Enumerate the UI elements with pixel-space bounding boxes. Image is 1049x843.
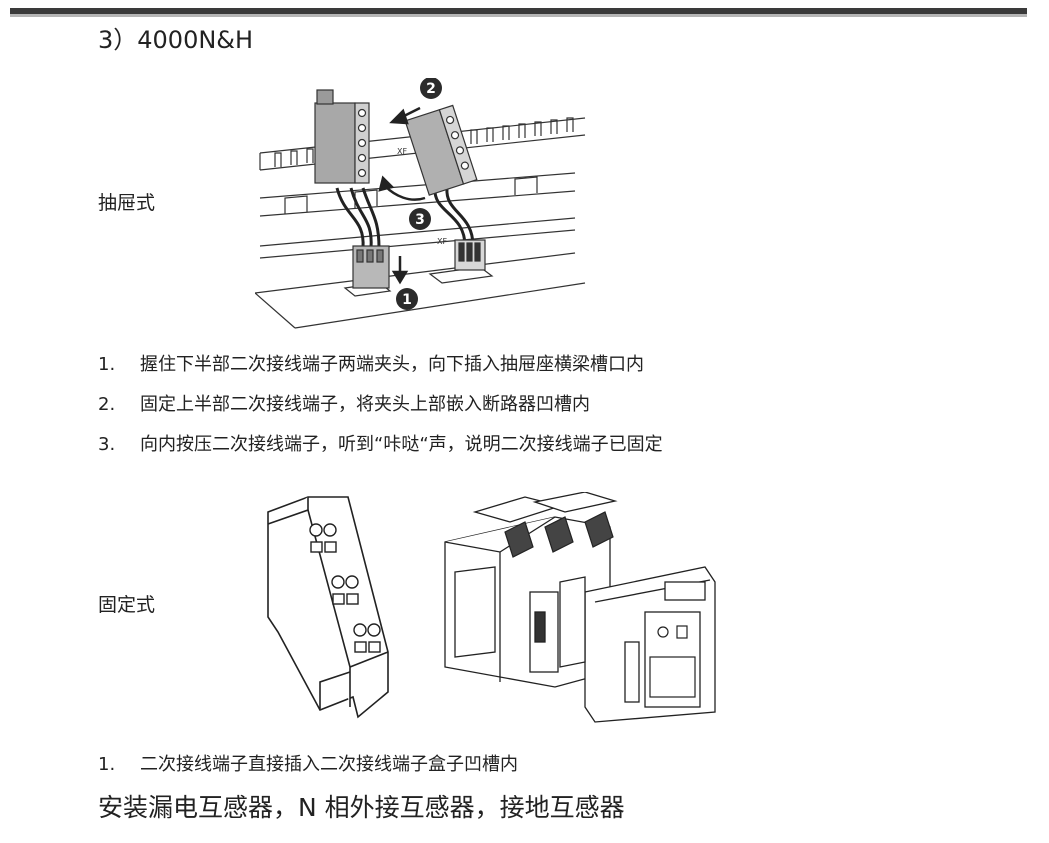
terminal-block-illustration bbox=[267, 496, 389, 719]
drawout-step-1: 1.握住下半部二次接线端子两端夹头，向下插入抽屉座横梁槽口内 bbox=[98, 354, 644, 375]
header-rule bbox=[10, 8, 1027, 14]
header-rule-shadow bbox=[10, 14, 1027, 17]
xf-mark: XF bbox=[437, 237, 447, 246]
fixed-step-1: 1.二次接线端子直接插入二次接线端子盒子凹槽内 bbox=[98, 754, 518, 775]
svg-text:3: 3 bbox=[415, 212, 425, 228]
xf-mark: XF bbox=[397, 147, 407, 156]
svg-text:1: 1 bbox=[402, 292, 412, 308]
callout-1: 1 bbox=[396, 288, 418, 310]
bottom-heading: 安装漏电互感器，N 相外接互感器，接地互感器 bbox=[98, 793, 625, 822]
callout-3: 3 bbox=[409, 208, 431, 230]
drawout-terminal-illustration: XF XF 1 2 3 bbox=[255, 78, 586, 329]
section-title: 3）4000N&H bbox=[98, 26, 254, 54]
svg-text:2: 2 bbox=[426, 81, 436, 97]
drawout-label: 抽屉式 bbox=[98, 192, 156, 214]
drawout-step-2: 2.固定上半部二次接线端子，将夹头上部嵌入断路器凹槽内 bbox=[98, 394, 590, 415]
breaker-illustration bbox=[444, 492, 716, 723]
callout-2: 2 bbox=[420, 78, 442, 99]
drawout-step-3: 3.向内按压二次接线端子，听到“咔哒“声，说明二次接线端子已固定 bbox=[98, 434, 663, 455]
fixed-label: 固定式 bbox=[98, 594, 156, 616]
